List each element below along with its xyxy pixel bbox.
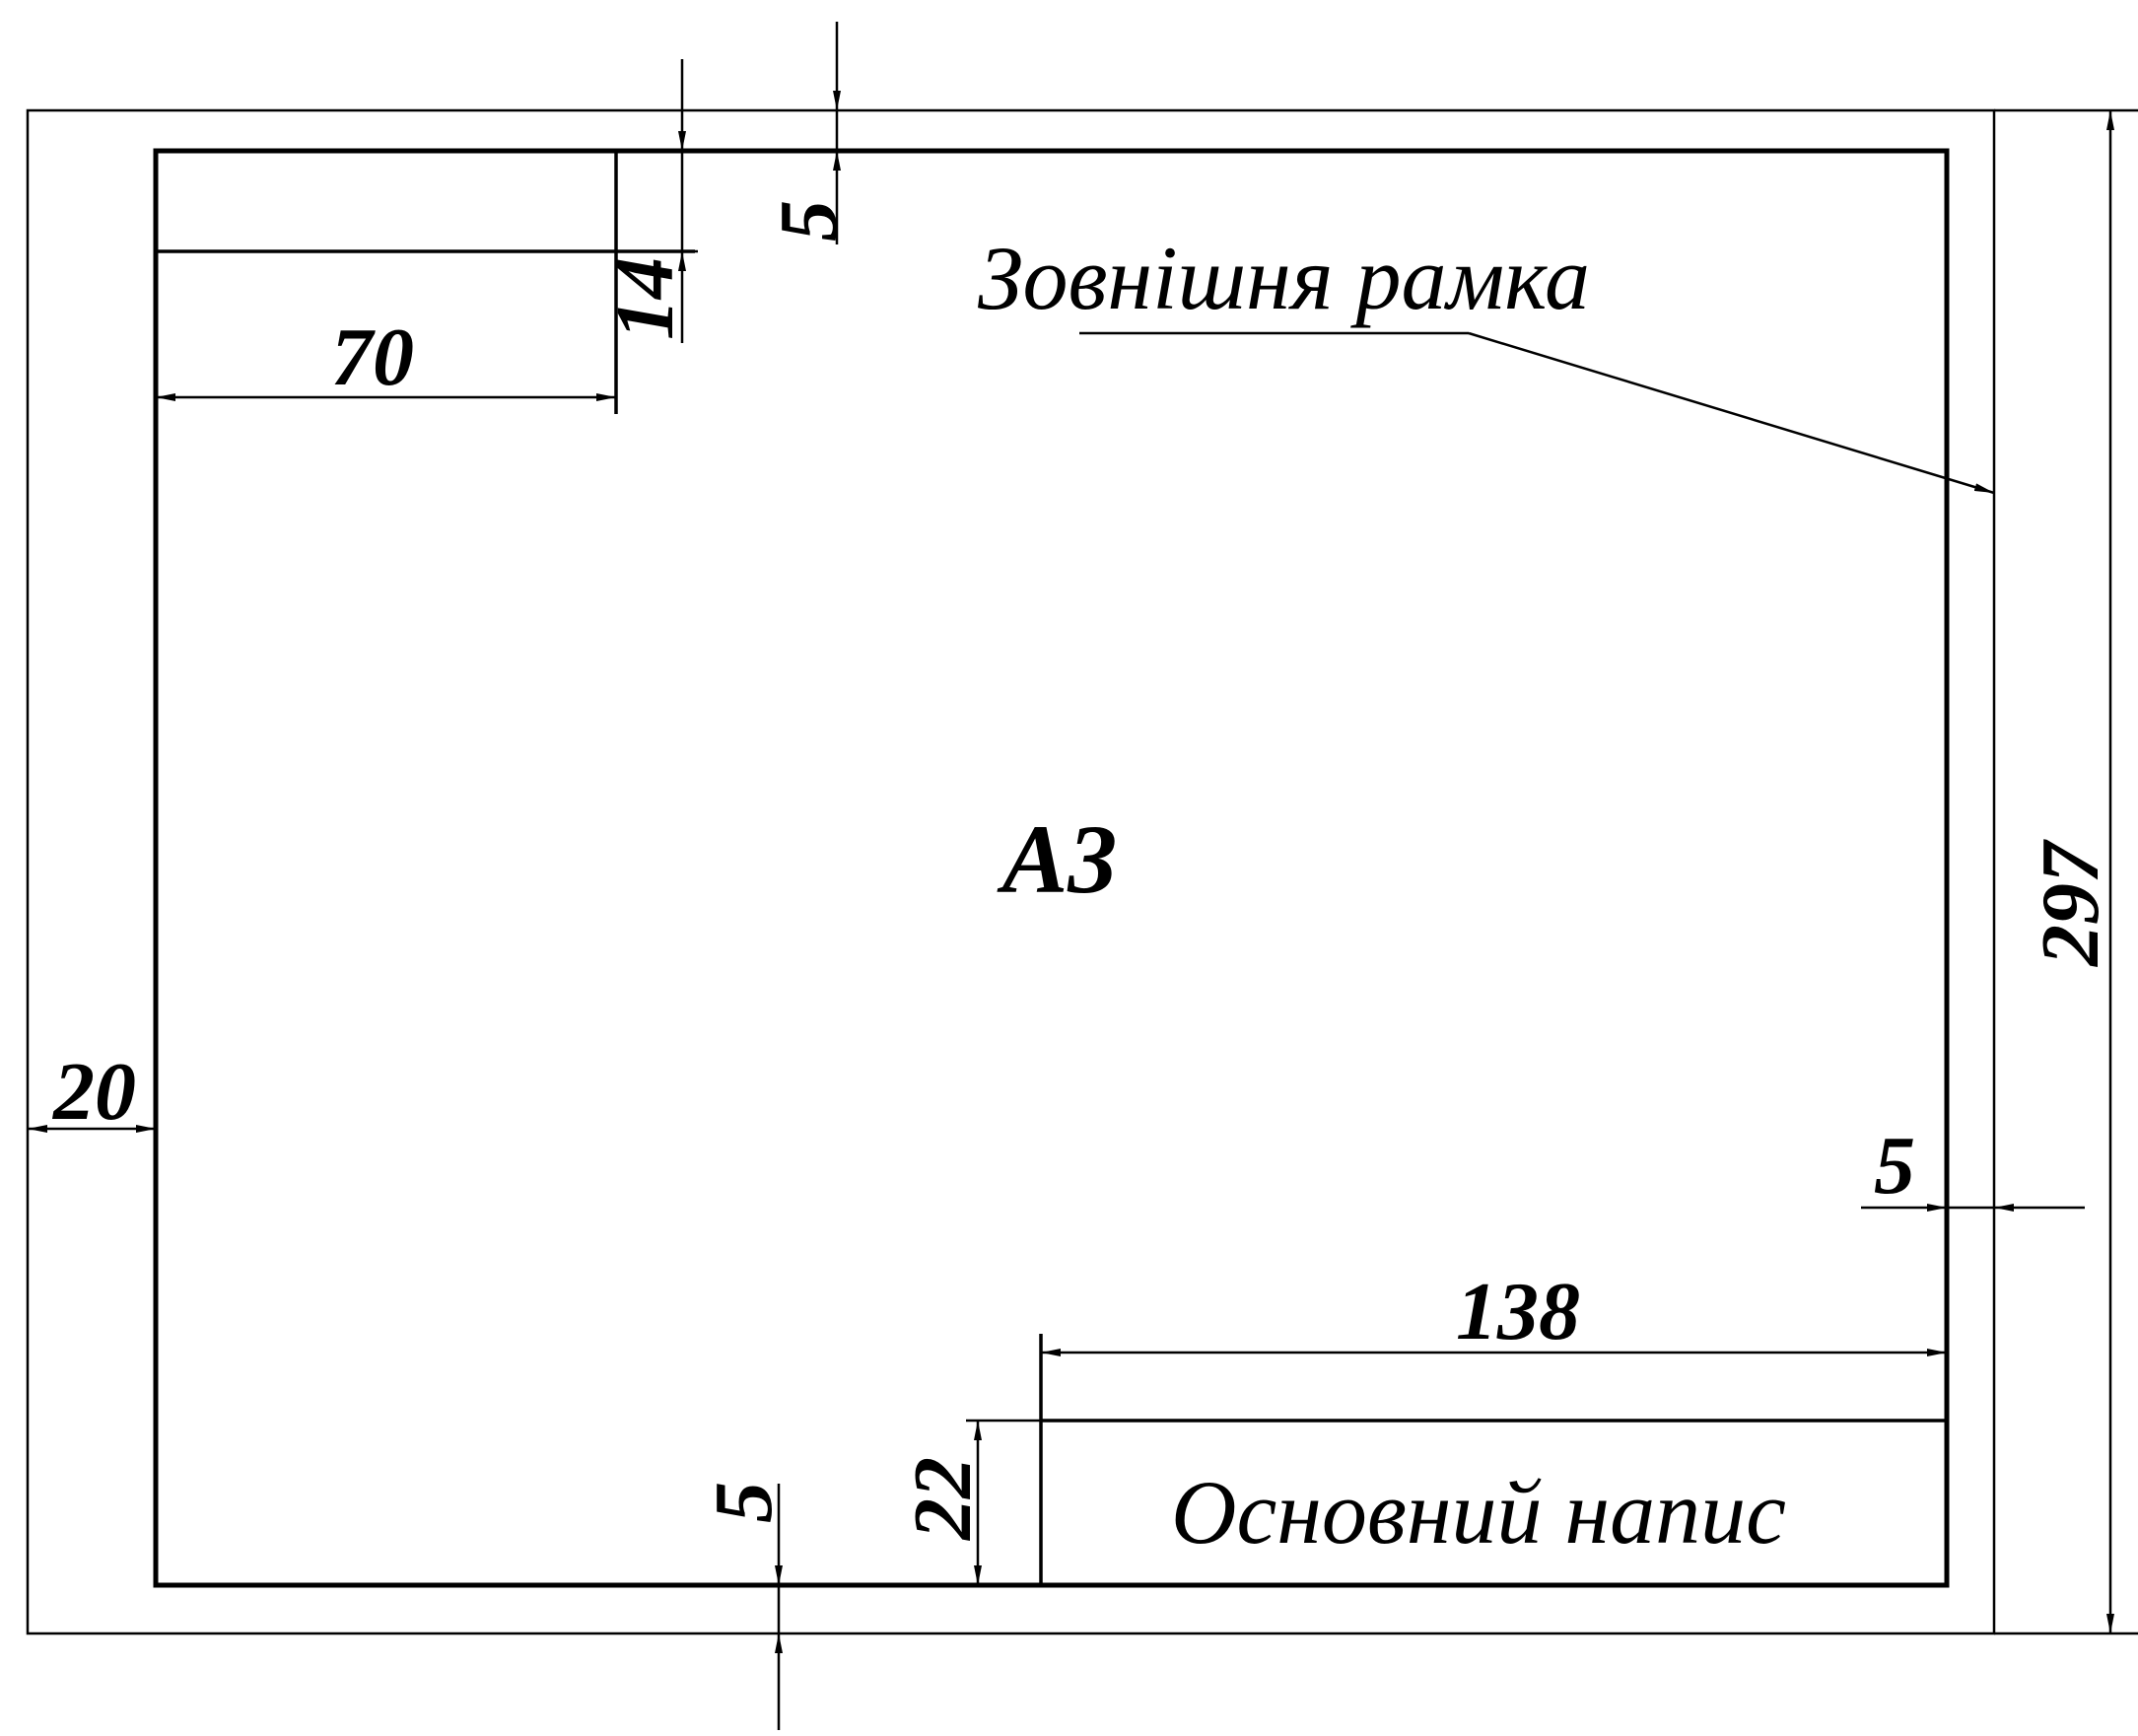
dim-bottom-5-arrow-bottom	[775, 1633, 783, 1653]
dim-bottom-5-arrow-top	[775, 1565, 783, 1585]
inner-frame	[153, 148, 1950, 1588]
dim-right-5-text: 5	[1874, 1120, 1915, 1212]
dim-20-text: 20	[51, 1046, 136, 1138]
dim-22-text: 22	[897, 1457, 989, 1542]
dim-top-5-arrow-bottom	[833, 151, 841, 171]
title-block-label: Основний напис	[1171, 1462, 1786, 1562]
dim-14-arrow-bottom	[678, 251, 686, 271]
dim-top-5-text: 5	[763, 200, 855, 242]
dim-297-text: 297	[2025, 839, 2116, 968]
dim-138-text: 138	[1456, 1266, 1580, 1357]
dim-right-5-arrow-right	[1994, 1204, 2014, 1212]
outer-frame-leader-arrow	[1468, 331, 1995, 495]
dim-14-text: 14	[599, 257, 691, 340]
dim-bottom-5-text: 5	[698, 1482, 790, 1523]
dim-top-5-arrow-top	[833, 91, 841, 110]
format-label: А3	[997, 804, 1118, 914]
outer-sheet-border	[26, 108, 1996, 1635]
dim-14-arrow-top	[678, 131, 686, 151]
outer-frame-label: Зовнішня рамка	[978, 228, 1590, 328]
dim-70-text: 70	[331, 312, 414, 403]
dim-right-5-arrow-left	[1927, 1204, 1947, 1212]
